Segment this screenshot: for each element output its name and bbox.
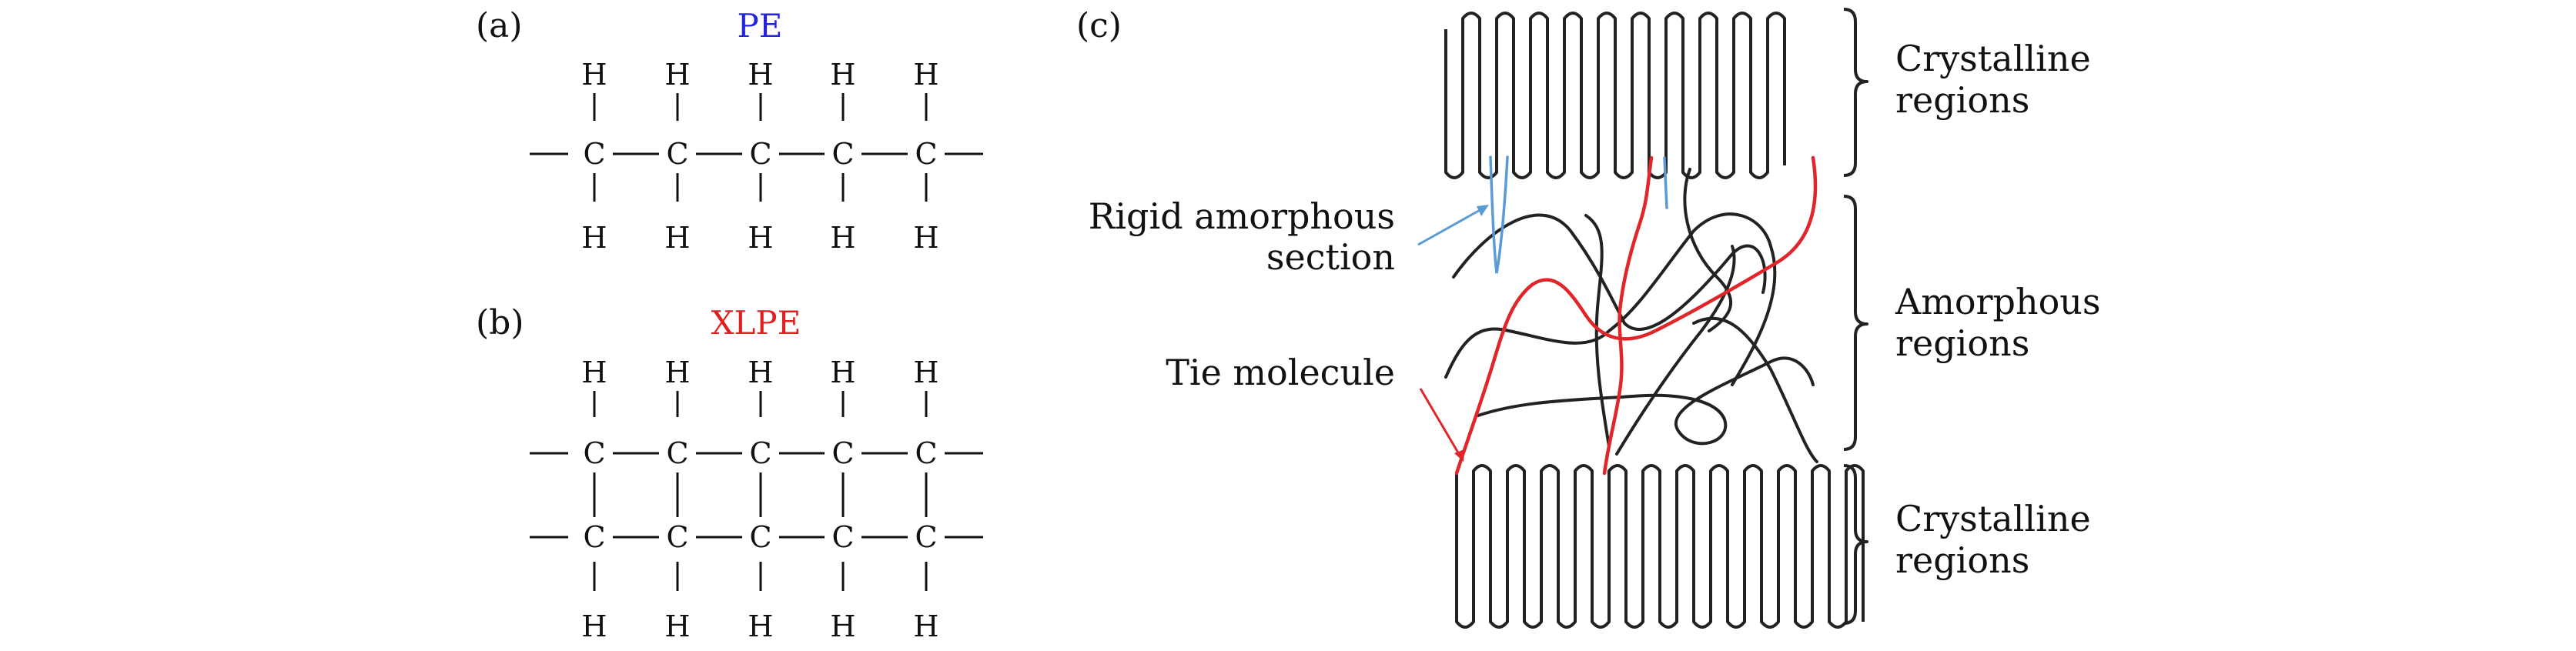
hydrogen-atom: H	[913, 221, 938, 255]
hydrogen-atom: H	[830, 221, 855, 255]
amorphous-chain	[1615, 245, 1736, 456]
carbon-atom: C	[749, 137, 771, 171]
hydrogen-atom: H	[581, 356, 607, 389]
middle-region-label-line2: regions	[1895, 322, 2029, 364]
panel-b: (b) XLPE H H H H H H H H H H C C C C C C C C C C	[476, 303, 983, 643]
hydrogen-atom: H	[913, 58, 938, 92]
carbon-atom: C	[915, 520, 937, 554]
bottom-region-brace	[1843, 464, 1868, 625]
amorphous-chain	[1584, 214, 1611, 448]
amorphous-chain	[1477, 356, 1815, 446]
tie-callout-label: Tie molecule	[1166, 352, 1395, 393]
pe-structure: H H H H H H H H H H C C C C C	[530, 58, 983, 255]
carbon-atom: C	[583, 436, 605, 470]
panel-a: (a) PE H H H H H H H H H H C C C C C	[476, 6, 983, 255]
hydrogen-atom: H	[664, 356, 690, 389]
carbon-atom: C	[666, 137, 688, 171]
rigid-callout-line1: Rigid amorphous	[1089, 195, 1395, 237]
top-region-brace	[1843, 8, 1868, 177]
panel-a-label: (a)	[476, 6, 523, 45]
hydrogen-atom: H	[913, 609, 938, 643]
hydrogen-atom: H	[581, 58, 607, 92]
top-crystalline-lamella	[1444, 12, 1786, 179]
middle-region-brace	[1843, 195, 1868, 451]
rigid-amorphous-strand	[1663, 156, 1668, 209]
bottom-region-label-line2: regions	[1895, 539, 2029, 581]
rigid-callout-arrowhead	[1477, 205, 1489, 216]
amorphous-chain	[1692, 316, 1818, 463]
tie-molecule-chain	[1602, 155, 1654, 476]
amorphous-chain	[1683, 168, 1732, 332]
panel-c: (c)	[1076, 6, 2101, 629]
carbon-atom: C	[915, 137, 937, 171]
top-region-label-line2: regions	[1895, 79, 2029, 121]
bottom-crystalline-lamella	[1455, 464, 1865, 629]
carbon-atom: C	[666, 520, 688, 554]
carbon-atom: C	[749, 436, 771, 470]
pe-title: PE	[738, 7, 783, 45]
hydrogen-atom: H	[748, 356, 773, 389]
carbon-atom: C	[583, 520, 605, 554]
carbon-atom: C	[831, 520, 854, 554]
hydrogen-atom: H	[830, 609, 855, 643]
xlpe-structure: H H H H H H H H H H C C C C C C C C C C	[530, 356, 983, 643]
hydrogen-atom: H	[664, 58, 690, 92]
rigid-amorphous-section	[1489, 155, 1668, 274]
hydrogen-atom: H	[830, 58, 855, 92]
carbon-atom: C	[831, 436, 854, 470]
carbon-atom: C	[749, 520, 771, 554]
tie-molecule-chain	[1454, 155, 1818, 476]
amorphous-chain	[1452, 213, 1767, 331]
hydrogen-atom: H	[748, 221, 773, 255]
hydrogen-atom: H	[830, 356, 855, 389]
top-region-label-line1: Crystalline	[1895, 38, 2091, 79]
carbon-atom: C	[583, 137, 605, 171]
carbon-atom: C	[915, 436, 937, 470]
region-braces	[1843, 8, 1868, 625]
carbon-atom: C	[666, 436, 688, 470]
hydrogen-atom: H	[581, 221, 607, 255]
amorphous-chains	[1444, 168, 1818, 463]
hydrogen-atom: H	[581, 609, 607, 643]
tie-molecules	[1454, 155, 1818, 476]
panel-c-label: (c)	[1076, 6, 1122, 45]
carbon-atom: C	[831, 137, 854, 171]
middle-region-label-line1: Amorphous	[1895, 281, 2101, 322]
xlpe-title: XLPE	[711, 304, 801, 342]
bottom-region-label-line1: Crystalline	[1895, 498, 2091, 539]
rigid-callout-arrow	[1417, 208, 1482, 246]
rigid-amorphous-loop	[1489, 155, 1509, 274]
hydrogen-atom: H	[664, 609, 690, 643]
tie-callout-arrow	[1419, 388, 1460, 455]
panel-b-label: (b)	[476, 303, 524, 342]
rigid-callout-line2: section	[1266, 236, 1395, 278]
amorphous-chain	[1444, 212, 1777, 386]
hydrogen-atom: H	[748, 58, 773, 92]
callout-arrows	[1417, 205, 1489, 462]
tie-callout-arrowhead	[1454, 449, 1464, 462]
hydrogen-atom: H	[913, 356, 938, 389]
hydrogen-atom: H	[664, 221, 690, 255]
hydrogen-atom: H	[748, 609, 773, 643]
